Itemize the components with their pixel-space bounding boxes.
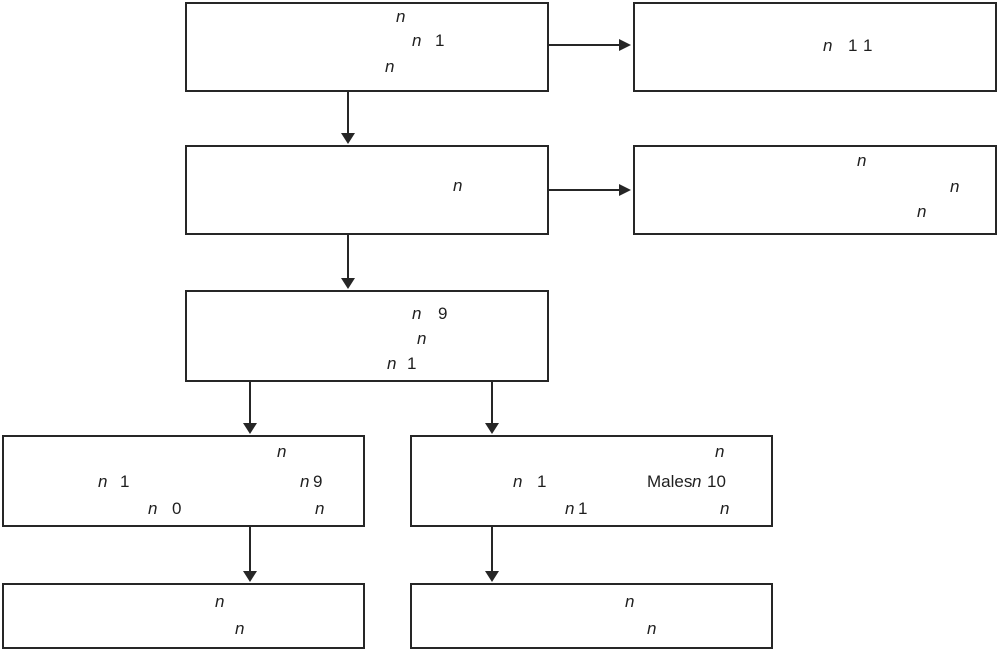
box3-n: n	[453, 176, 463, 195]
arrow-line	[491, 527, 493, 572]
box4-line3-n: n	[917, 202, 927, 221]
box6-line1-n: n	[277, 442, 287, 461]
box2-value2: 1	[863, 36, 873, 55]
box1-line2-value: 1	[435, 31, 445, 50]
box6-line3-n2: n	[315, 499, 325, 518]
box8-line2-n: n	[235, 619, 245, 638]
arrowhead-down-icon	[485, 571, 499, 582]
box-bottom-right: n n	[410, 583, 773, 649]
arrow-line	[347, 92, 349, 134]
arrowhead-right-icon	[619, 39, 631, 51]
arrowhead-down-icon	[243, 423, 257, 434]
arrowhead-down-icon	[341, 133, 355, 144]
box-row4-left: n n 1 n 9 n 0 n	[2, 435, 365, 527]
box6-line2-value1: 1	[120, 472, 130, 491]
box9-line1-n: n	[625, 592, 635, 611]
box5-line2-n: n	[417, 329, 427, 348]
box5-line1-value: 9	[438, 304, 448, 323]
box7-line3-n2: n	[720, 499, 730, 518]
arrowhead-down-icon	[341, 278, 355, 289]
box7-line3-value: 1	[578, 499, 588, 518]
box-row2-left: n	[185, 145, 549, 235]
box-top-right: n 1 1	[633, 2, 997, 92]
box5-line1-n: n	[412, 304, 422, 323]
box9-line2-n: n	[647, 619, 657, 638]
box7-line3-n1: n	[565, 499, 575, 518]
box8-line1-n: n	[215, 592, 225, 611]
box-bottom-left: n n	[2, 583, 365, 649]
box2-n: n	[823, 36, 833, 55]
box-row2-right: n n n	[633, 145, 997, 235]
box1-line2-n: n	[412, 31, 422, 50]
box7-line2-males-label: Males	[647, 472, 693, 491]
box7-line2-n1: n	[513, 472, 523, 491]
arrow-line	[491, 382, 493, 424]
arrow-line	[347, 235, 349, 278]
arrowhead-down-icon	[485, 423, 499, 434]
box1-line1-n: n	[396, 7, 406, 26]
box5-line3-n: n	[387, 354, 397, 373]
box2-value1: 1	[848, 36, 858, 55]
arrow-line	[549, 189, 619, 191]
box4-line2-n: n	[950, 177, 960, 196]
arrow-line	[549, 44, 619, 46]
box6-line2-n1: n	[98, 472, 108, 491]
box7-line1-n: n	[715, 442, 725, 461]
box6-line2-n2: n	[300, 472, 310, 491]
box7-line2-value2: 10	[707, 472, 726, 491]
box5-line3-value: 1	[407, 354, 417, 373]
arrow-line	[249, 382, 251, 424]
box7-line2-value1: 1	[537, 472, 547, 491]
box6-line2-value2: 9	[313, 472, 323, 491]
box4-line1-n: n	[857, 151, 867, 170]
arrow-line	[249, 527, 251, 572]
box-top-left: n n 1 n	[185, 2, 549, 92]
box6-line3-value: 0	[172, 499, 182, 518]
box1-line3-n: n	[385, 57, 395, 76]
box7-line2-n2: n	[692, 472, 702, 491]
arrowhead-right-icon	[619, 184, 631, 196]
arrowhead-down-icon	[243, 571, 257, 582]
box-row3-center: n 9 n n 1	[185, 290, 549, 382]
box6-line3-n1: n	[148, 499, 158, 518]
box-row4-right: n n 1 Males n 10 n 1 n	[410, 435, 773, 527]
